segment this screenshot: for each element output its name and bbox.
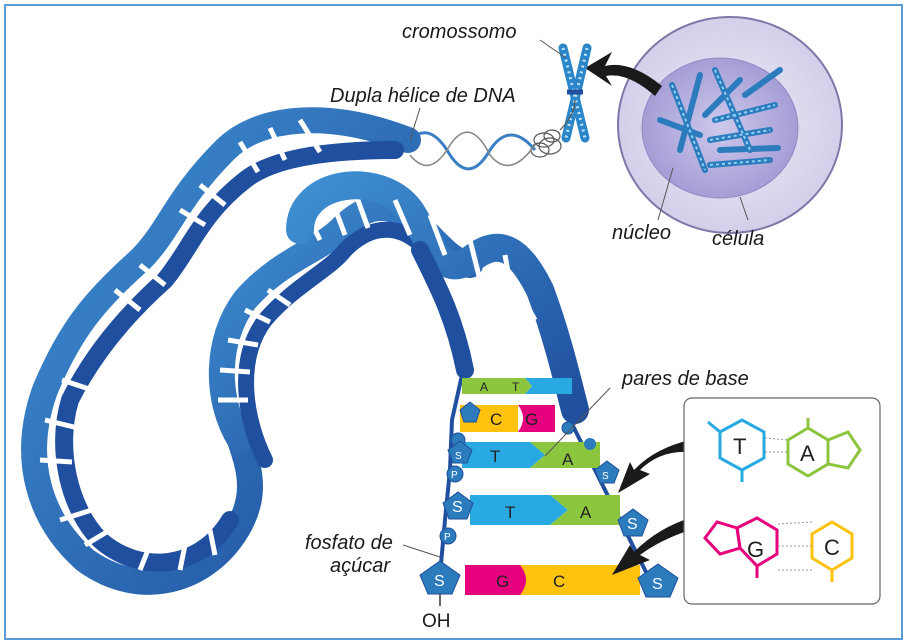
label-chromosome: cromossomo <box>402 21 516 43</box>
t-ring <box>718 418 766 472</box>
label-nucleus: núcleo <box>612 222 671 244</box>
right-strand-nodes: S S S <box>561 421 679 598</box>
inset-a-label: A <box>800 441 815 466</box>
inset-t-label: T <box>733 434 746 459</box>
label-cell: célula <box>712 228 764 250</box>
sugar-row4-left: S <box>452 499 463 516</box>
cell <box>617 16 843 234</box>
base-row5-left: G <box>496 572 509 591</box>
base-row4-right: A <box>580 503 592 522</box>
outer-frame <box>4 4 903 640</box>
phosphate-2: P <box>444 532 451 543</box>
arrow-to-ta <box>618 440 690 493</box>
chromosome <box>558 43 592 143</box>
sugar-row5-left: S <box>434 573 445 590</box>
arrow-to-gc <box>612 518 690 575</box>
label-double-helix: Dupla hélice de DNA <box>330 85 516 107</box>
base-row5-right: C <box>553 572 565 591</box>
sugar-row5-right: S <box>652 576 663 593</box>
base-row2-right: G <box>525 410 538 429</box>
c-ring <box>810 520 854 572</box>
sugar-row3-left: S <box>455 451 462 462</box>
base-row2-left: C <box>490 410 502 429</box>
label-base-pairs: pares de base <box>621 368 749 390</box>
label-oh: OH <box>422 611 451 632</box>
top-arch <box>286 171 589 424</box>
base-pair-row-4: T A <box>470 495 620 525</box>
sugar-row3-right: S <box>602 471 609 482</box>
inset-g-label: G <box>747 537 764 562</box>
base-row1-right: T <box>512 380 520 394</box>
label-sugar-phosphate-2: açúcar <box>330 555 391 577</box>
pointer-lines <box>402 39 749 558</box>
inset-c-label: C <box>824 535 840 560</box>
g-ring <box>735 516 779 568</box>
left-strand-nodes: S P S P S <box>419 401 481 606</box>
base-pair-row-5: G C <box>465 565 640 595</box>
nucleus-chromosomes-highlight <box>671 69 776 171</box>
left-helix <box>21 107 421 595</box>
sugar-row4-right: S <box>627 516 638 533</box>
base-row3-right: A <box>562 450 574 469</box>
inset-box: T A G C <box>683 397 881 605</box>
base-row3-left: T <box>490 447 500 466</box>
arrow-cell-to-chromosome <box>585 52 662 96</box>
base-row1-left: A <box>480 380 488 394</box>
base-pair-row-1: A T <box>462 378 572 394</box>
label-sugar-phosphate-1: fosfato de <box>305 532 393 554</box>
thin-helix <box>408 131 537 171</box>
base-pair-row-3: T A <box>462 442 600 469</box>
phosphate-1: P <box>451 470 458 481</box>
base-row4-left: T <box>505 503 515 522</box>
